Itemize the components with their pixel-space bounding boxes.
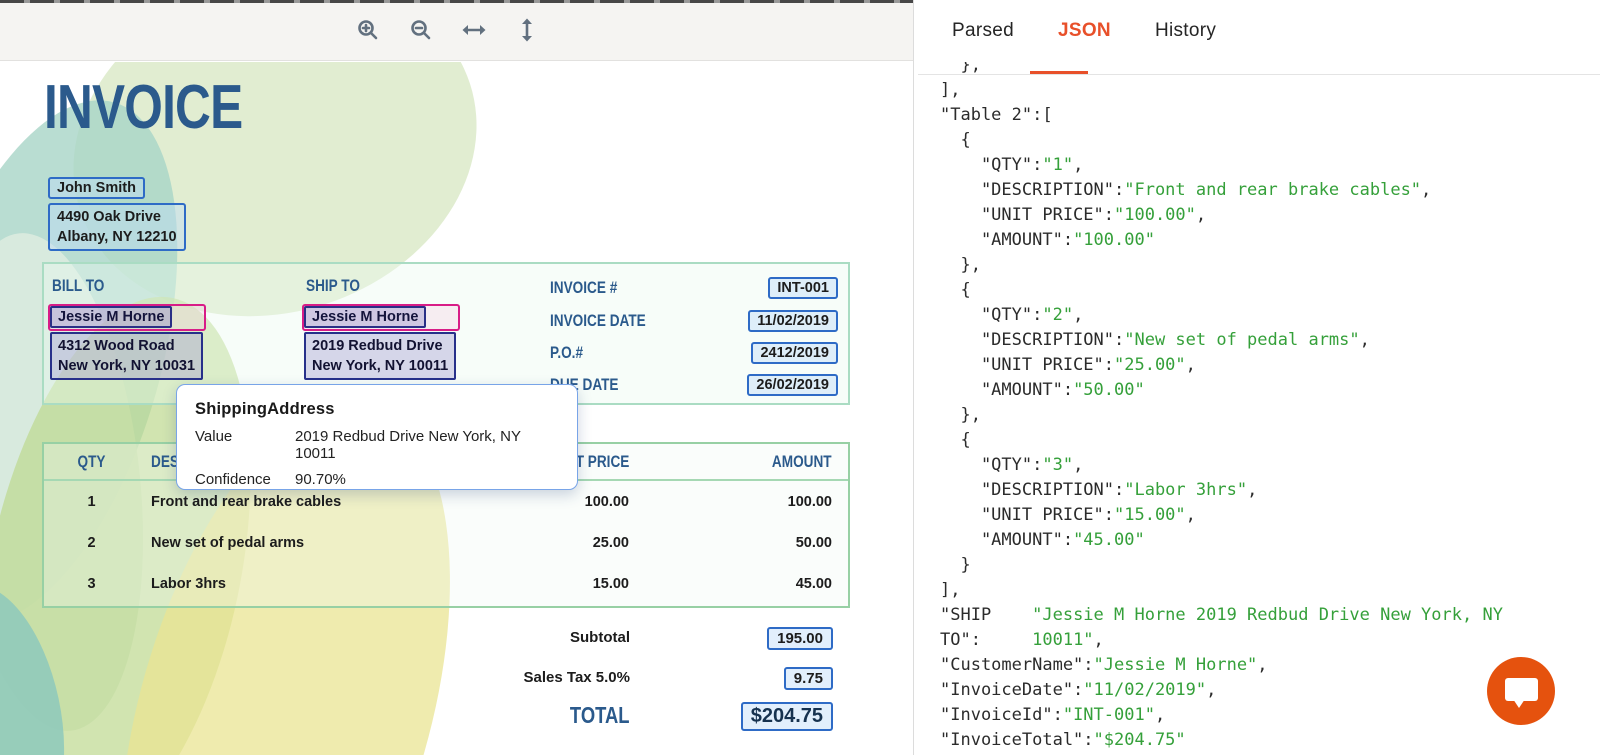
bill-to-label: BILL TO [52, 276, 105, 295]
invoice-title: INVOICE [44, 73, 243, 142]
results-panel: },],"Table 2":[ { "QTY":"1", "DESCRIPTIO… [914, 0, 1600, 755]
description-cell: Front and rear brake cables [151, 493, 342, 510]
tooltip-field-name: ShippingAddress [195, 400, 335, 418]
invoice-document: INVOICE John Smith 4490 Oak Drive Albany… [0, 62, 913, 755]
ship-address-line2: New York, NY 10011 [312, 358, 449, 374]
field-box-customer-name[interactable]: John Smith [48, 177, 145, 199]
po-number-label: P.O.# [550, 343, 584, 362]
ship-address-line1: 2019 Redbud Drive [312, 338, 443, 354]
tax-row: Sales Tax 5.0% 9.75 [480, 667, 833, 693]
qty-cell: 1 [87, 493, 96, 510]
panel-divider [913, 0, 914, 755]
fit-width-icon [461, 18, 487, 47]
tax-label: Sales Tax 5.0% [523, 669, 630, 686]
field-box-total[interactable]: $204.75 [740, 702, 833, 731]
description-cell: Labor 3hrs [151, 575, 226, 592]
fit-height-button[interactable] [511, 16, 543, 48]
field-box-subtotal[interactable]: 195.00 [767, 627, 833, 650]
field-box-due-date[interactable]: 26/02/2019 [747, 374, 838, 396]
invoice-number-label: INVOICE # [550, 278, 618, 297]
table-row: 3 Labor 3hrs 15.00 45.00 [44, 563, 848, 604]
total-label: TOTAL [570, 702, 630, 728]
field-box-po-number[interactable]: 2412/2019 [751, 342, 838, 364]
json-code: },],"Table 2":[ { "QTY":"1", "DESCRIPTIO… [940, 55, 1503, 750]
field-box-shipping-address[interactable]: 2019 Redbud Drive New York, NY 10011 [304, 332, 457, 380]
ship-to-label: SHIP TO [306, 276, 360, 295]
tab-history[interactable]: History [1154, 20, 1217, 41]
table-row: 1 Front and rear brake cables 100.00 100… [44, 481, 848, 522]
tabbar-divider [918, 74, 1600, 75]
bill-address-line1: 4312 Wood Road [58, 338, 175, 354]
fit-height-icon [515, 17, 539, 48]
tooltip-value-label: Value [195, 428, 233, 445]
tooltip-confidence-label: Confidence [195, 471, 271, 488]
zoom-out-button[interactable] [405, 16, 437, 48]
amount-cell: 100.00 [787, 493, 832, 510]
field-box-billing-name[interactable]: Jessie M Horne [50, 306, 173, 328]
field-box-invoice-number[interactable]: INT-001 [768, 277, 838, 299]
results-tabbar: Parsed JSON History [914, 0, 1600, 62]
field-box-vendor-address[interactable]: 4490 Oak Drive Albany, NY 12210 [48, 203, 186, 251]
unit-price-cell: 100.00 [584, 493, 629, 510]
amount-cell: 50.00 [795, 534, 832, 551]
tooltip-confidence: 90.70% [295, 471, 346, 488]
total-row: TOTAL $204.75 [480, 702, 833, 736]
invoice-info-section: BILL TO Jessie M Horne 4312 Wood Road Ne… [42, 262, 850, 405]
page-edge-strip [0, 0, 913, 3]
chat-bubble-icon [1505, 678, 1538, 708]
amount-cell: 45.00 [795, 575, 832, 592]
amount-header: AMOUNT [772, 451, 832, 471]
qty-header: QTY [77, 451, 106, 471]
chat-button[interactable] [1487, 657, 1555, 725]
description-cell: New set of pedal arms [151, 534, 305, 551]
invoice-date-label: INVOICE DATE [550, 311, 646, 330]
tab-json[interactable]: JSON [1058, 20, 1111, 41]
field-box-invoice-date[interactable]: 11/02/2019 [748, 310, 838, 332]
from-address-line1: 4490 Oak Drive [57, 209, 161, 225]
from-address-line2: Albany, NY 12210 [57, 229, 177, 245]
document-viewer-panel: INVOICE John Smith 4490 Oak Drive Albany… [0, 0, 913, 755]
qty-cell: 3 [87, 575, 96, 592]
qty-cell: 2 [87, 534, 96, 551]
subtotal-row: Subtotal 195.00 [480, 627, 833, 653]
field-box-billing-address[interactable]: 4312 Wood Road New York, NY 10031 [50, 332, 204, 380]
zoom-out-icon [409, 18, 433, 47]
field-confidence-tooltip: ShippingAddress Value 2019 Redbud Drive … [176, 384, 578, 490]
field-box-tax[interactable]: 9.75 [783, 667, 833, 690]
field-box-shipping-name[interactable]: Jessie M Horne [304, 306, 427, 328]
bill-address-line2: New York, NY 10031 [58, 358, 196, 374]
viewer-toolbar [0, 3, 913, 61]
fit-width-button[interactable] [458, 16, 490, 48]
zoom-in-button[interactable] [352, 16, 384, 48]
table-row: 2 New set of pedal arms 25.00 50.00 [44, 522, 848, 563]
zoom-in-icon [356, 18, 380, 47]
tooltip-value: 2019 Redbud Drive New York, NY 10011 [295, 428, 521, 462]
tab-parsed[interactable]: Parsed [952, 20, 1015, 41]
subtotal-label: Subtotal [570, 629, 630, 646]
unit-price-cell: 15.00 [592, 575, 629, 592]
unit-price-cell: 25.00 [592, 534, 629, 551]
active-tab-indicator [1030, 71, 1088, 74]
